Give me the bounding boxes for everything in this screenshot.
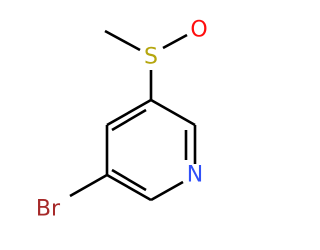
atom-oxygen: O	[190, 18, 207, 43]
molecule-canvas: S O N Br	[35, 17, 208, 222]
structure-diagram: S O N Br	[36, 18, 208, 222]
ring-bond-c3-c4	[106, 98, 152, 127]
atom-bromine: Br	[36, 197, 61, 222]
ring-bond-c2-c3	[150, 98, 196, 127]
ring-bond-c5-c6	[106, 173, 152, 202]
atom-nitrogen: N	[187, 163, 203, 188]
bond-ring-bromine	[69, 173, 108, 198]
bond-methyl-sulfur	[104, 29, 141, 52]
atom-sulfur: S	[144, 45, 158, 70]
ring-bond-c3-c4-inner	[111, 108, 147, 132]
ring-bond-c5-c6-inner	[111, 168, 147, 192]
bond-sulfur-oxygen	[162, 33, 188, 50]
ring-bond-c6-n	[150, 180, 184, 202]
